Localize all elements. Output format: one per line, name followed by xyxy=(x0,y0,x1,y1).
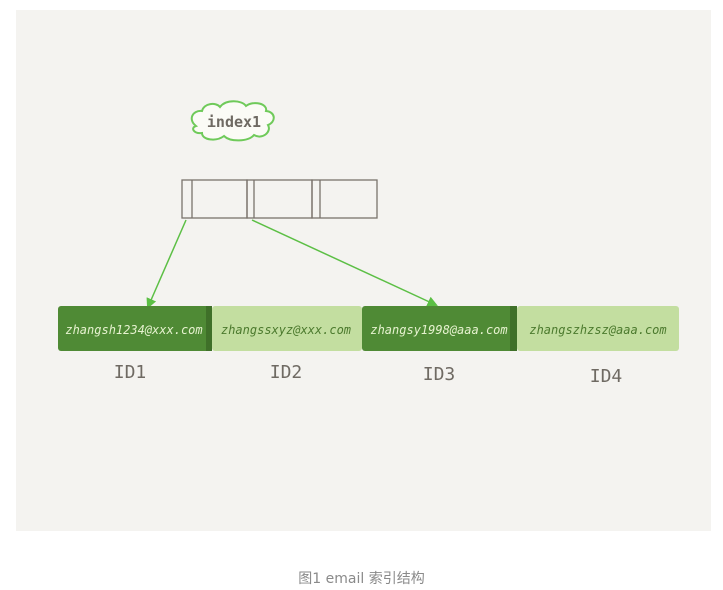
arrow-to-id1 xyxy=(146,219,187,309)
record-cell-shadow xyxy=(206,306,212,351)
record-email: zhangszhzsz@aaa.com xyxy=(529,323,666,337)
index-label: index1 xyxy=(207,113,261,131)
record-cell xyxy=(58,306,212,351)
figure-panel: index1 zhangsh1234@xxx.com ID1 zhangssxy… xyxy=(16,10,711,531)
record-email: zhangsy1998@aaa.com xyxy=(370,323,507,337)
record-cell xyxy=(517,306,679,351)
record-1: zhangsh1234@xxx.com ID1 xyxy=(58,306,212,383)
record-id: ID4 xyxy=(590,366,623,387)
record-id: ID3 xyxy=(423,364,456,385)
record-id: ID2 xyxy=(270,362,303,383)
index-diagram: index1 zhangsh1234@xxx.com ID1 zhangssxy… xyxy=(58,100,679,387)
record-cell-shadow xyxy=(510,306,517,351)
record-id: ID1 xyxy=(114,362,147,383)
index-node xyxy=(181,179,378,219)
record-email: zhangssxyz@xxx.com xyxy=(221,323,351,337)
record-2: zhangssxyz@xxx.com ID2 xyxy=(212,306,362,383)
figure-caption: 图1 email 索引结构 xyxy=(298,571,425,587)
record-email: zhangsh1234@xxx.com xyxy=(65,323,202,337)
index-label-cloud: index1 xyxy=(190,100,275,142)
record-cell xyxy=(362,306,517,351)
index-slot-3 xyxy=(311,179,378,219)
arrow-to-id3 xyxy=(251,219,438,307)
record-3: zhangsy1998@aaa.com ID3 xyxy=(362,306,517,385)
cloud-outline xyxy=(190,100,275,142)
record-4: zhangszhzsz@aaa.com ID4 xyxy=(517,306,679,387)
index-slot-2 xyxy=(246,179,313,219)
record-cell xyxy=(212,306,362,351)
